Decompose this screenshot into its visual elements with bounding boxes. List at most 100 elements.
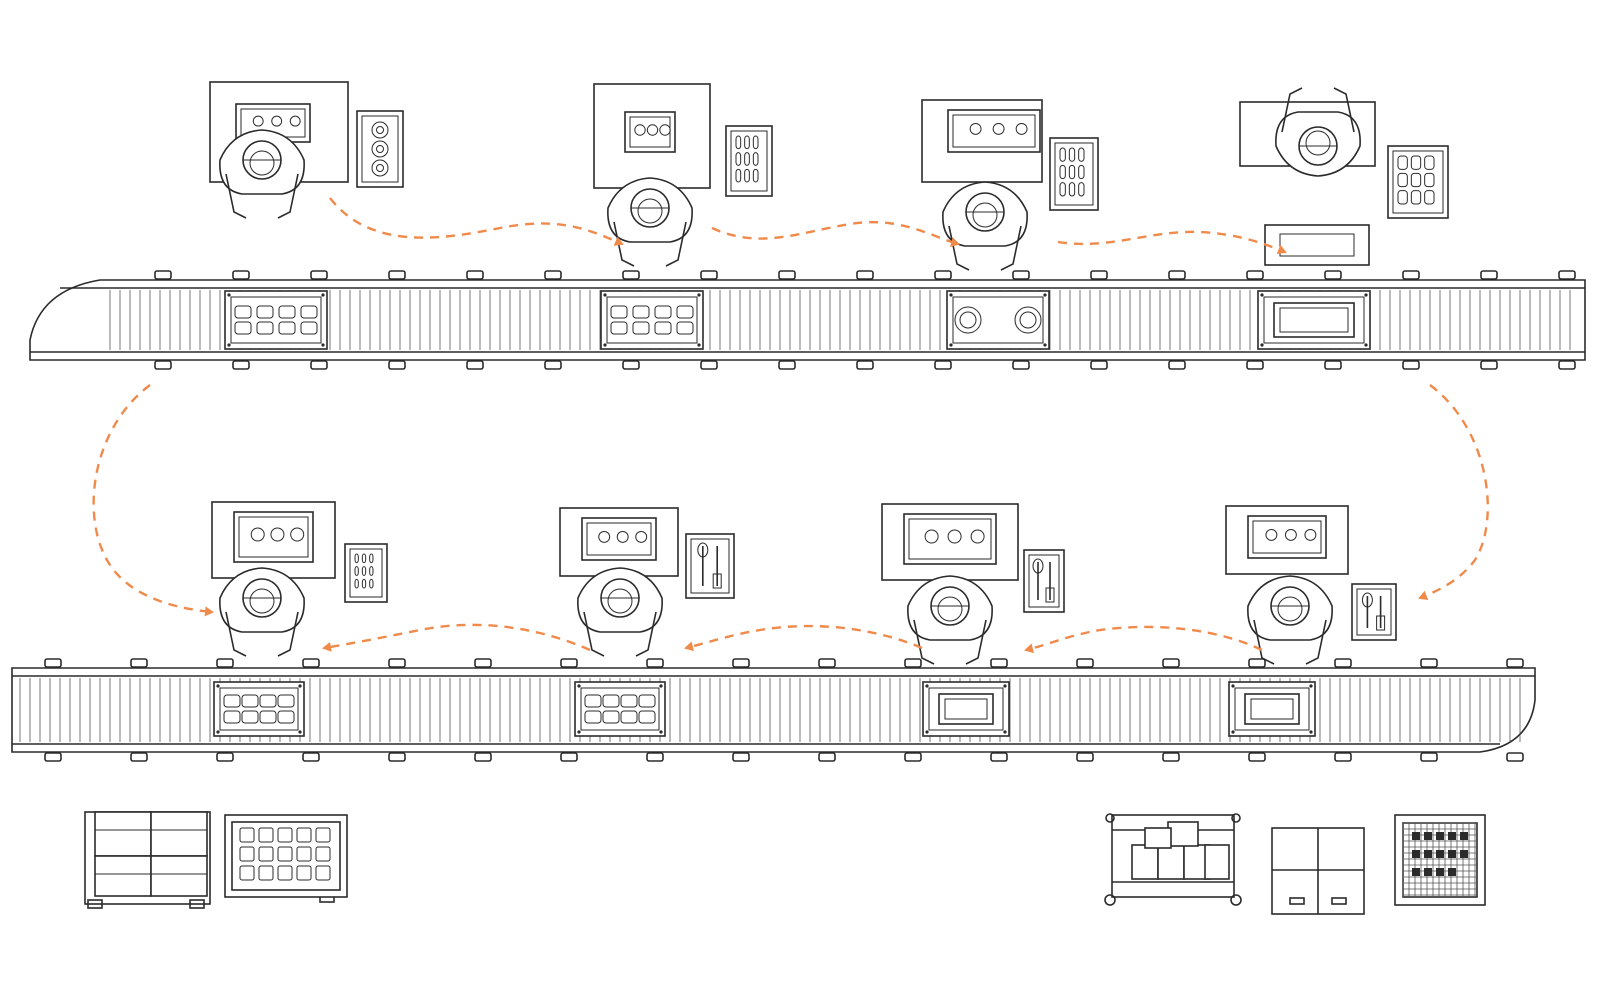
roller-bracket — [990, 658, 1008, 668]
worker — [1275, 87, 1361, 177]
roller-bracket — [1248, 658, 1266, 668]
workpiece — [233, 511, 314, 563]
station-s1 — [209, 81, 404, 219]
flow-arrow-s7-s6 — [684, 624, 923, 652]
parts-bin-mixed-icon — [1049, 137, 1099, 211]
worker — [1247, 575, 1333, 665]
flow-arrow-upper-to-lower-left — [92, 384, 214, 617]
wire-crate-parts — [224, 814, 348, 898]
roller-bracket — [1162, 658, 1180, 668]
roller-bracket — [1012, 270, 1030, 280]
workstations — [209, 81, 1449, 665]
roller-bracket — [130, 752, 148, 762]
parts-bin-mixed-icon — [344, 543, 388, 603]
roller-bracket — [732, 658, 750, 668]
roller-bracket — [44, 658, 62, 668]
roller-bracket — [154, 360, 172, 370]
roller-bracket — [466, 270, 484, 280]
roller-bracket — [1506, 658, 1524, 668]
parts-bin-round-icon — [356, 110, 404, 188]
cart-boxes — [1104, 813, 1242, 906]
flow-arrow-s3-s4 — [1057, 230, 1287, 255]
roller-bracket — [904, 752, 922, 762]
roller-bracket — [1076, 752, 1094, 762]
roller-bracket — [934, 270, 952, 280]
roller-bracket — [560, 752, 578, 762]
roller-bracket — [1324, 270, 1342, 280]
roller-bracket — [1246, 360, 1264, 370]
roller-bracket — [778, 270, 796, 280]
roller-bracket — [778, 360, 796, 370]
flow-arrow-s2-s3 — [711, 220, 960, 247]
roller-bracket — [388, 270, 406, 280]
roller-bracket — [560, 658, 578, 668]
flow-arrows — [92, 197, 1489, 654]
roller-bracket — [856, 270, 874, 280]
worker — [577, 567, 663, 657]
roller-bracket — [646, 658, 664, 668]
roller-bracket — [1402, 270, 1420, 280]
roller-bracket — [388, 658, 406, 668]
roller-bracket — [1324, 360, 1342, 370]
workpiece — [581, 517, 657, 561]
station-s8 — [1225, 505, 1397, 665]
roller-bracket — [474, 752, 492, 762]
roller-bracket — [1480, 270, 1498, 280]
part-plate-fixture — [213, 681, 305, 737]
roller-bracket — [388, 752, 406, 762]
worker — [607, 177, 693, 267]
storage-left — [84, 811, 348, 909]
station-s6 — [559, 507, 735, 657]
workpiece — [947, 109, 1041, 153]
conveyor-fixtures — [213, 290, 1371, 737]
wire-crate-scrap — [1394, 814, 1486, 906]
pallet-boxes — [84, 811, 335, 909]
station-s5 — [211, 501, 388, 657]
roller-bracket — [1246, 270, 1264, 280]
frame-plate-fixture — [922, 681, 1010, 737]
roller-bracket — [1480, 360, 1498, 370]
roller-bracket — [1012, 360, 1030, 370]
lower-conveyor-rollers — [44, 658, 1524, 762]
part-plate-fixture — [600, 290, 704, 350]
part-plate-fixture — [574, 681, 666, 737]
roller-bracket — [1506, 752, 1524, 762]
roller-bracket — [310, 270, 328, 280]
roller-bracket — [232, 360, 250, 370]
worker — [219, 129, 305, 219]
roller-bracket — [474, 658, 492, 668]
roller-bracket — [310, 360, 328, 370]
workpiece — [1264, 224, 1370, 266]
roller-bracket — [544, 360, 562, 370]
twin-round-plate-fixture — [946, 290, 1050, 350]
parts-bin-scrap-icon — [1387, 145, 1449, 219]
workpiece — [903, 513, 997, 565]
roller-bracket — [990, 752, 1008, 762]
roller-bracket — [904, 658, 922, 668]
tool-tray-icon — [685, 533, 735, 599]
storage-right — [1104, 813, 1486, 915]
roller-bracket — [934, 360, 952, 370]
flow-arrow-s6-s5 — [322, 623, 591, 652]
station-s3 — [921, 99, 1099, 271]
worker — [907, 575, 993, 665]
roller-bracket — [130, 658, 148, 668]
workpiece — [1247, 515, 1327, 559]
flow-arrow-upper-to-lower-right — [1418, 384, 1489, 601]
roller-bracket — [388, 360, 406, 370]
tool-tray-icon — [1023, 549, 1065, 613]
roller-bracket — [1090, 360, 1108, 370]
roller-bracket — [1402, 360, 1420, 370]
worker — [942, 181, 1028, 271]
roller-bracket — [1420, 752, 1438, 762]
roller-bracket — [1168, 360, 1186, 370]
worker — [219, 567, 305, 657]
roller-bracket — [1162, 752, 1180, 762]
roller-bracket — [622, 360, 640, 370]
roller-bracket — [466, 360, 484, 370]
station-s7 — [881, 503, 1065, 665]
stacked-boxes — [1271, 827, 1365, 915]
roller-bracket — [216, 658, 234, 668]
roller-bracket — [1334, 658, 1352, 668]
